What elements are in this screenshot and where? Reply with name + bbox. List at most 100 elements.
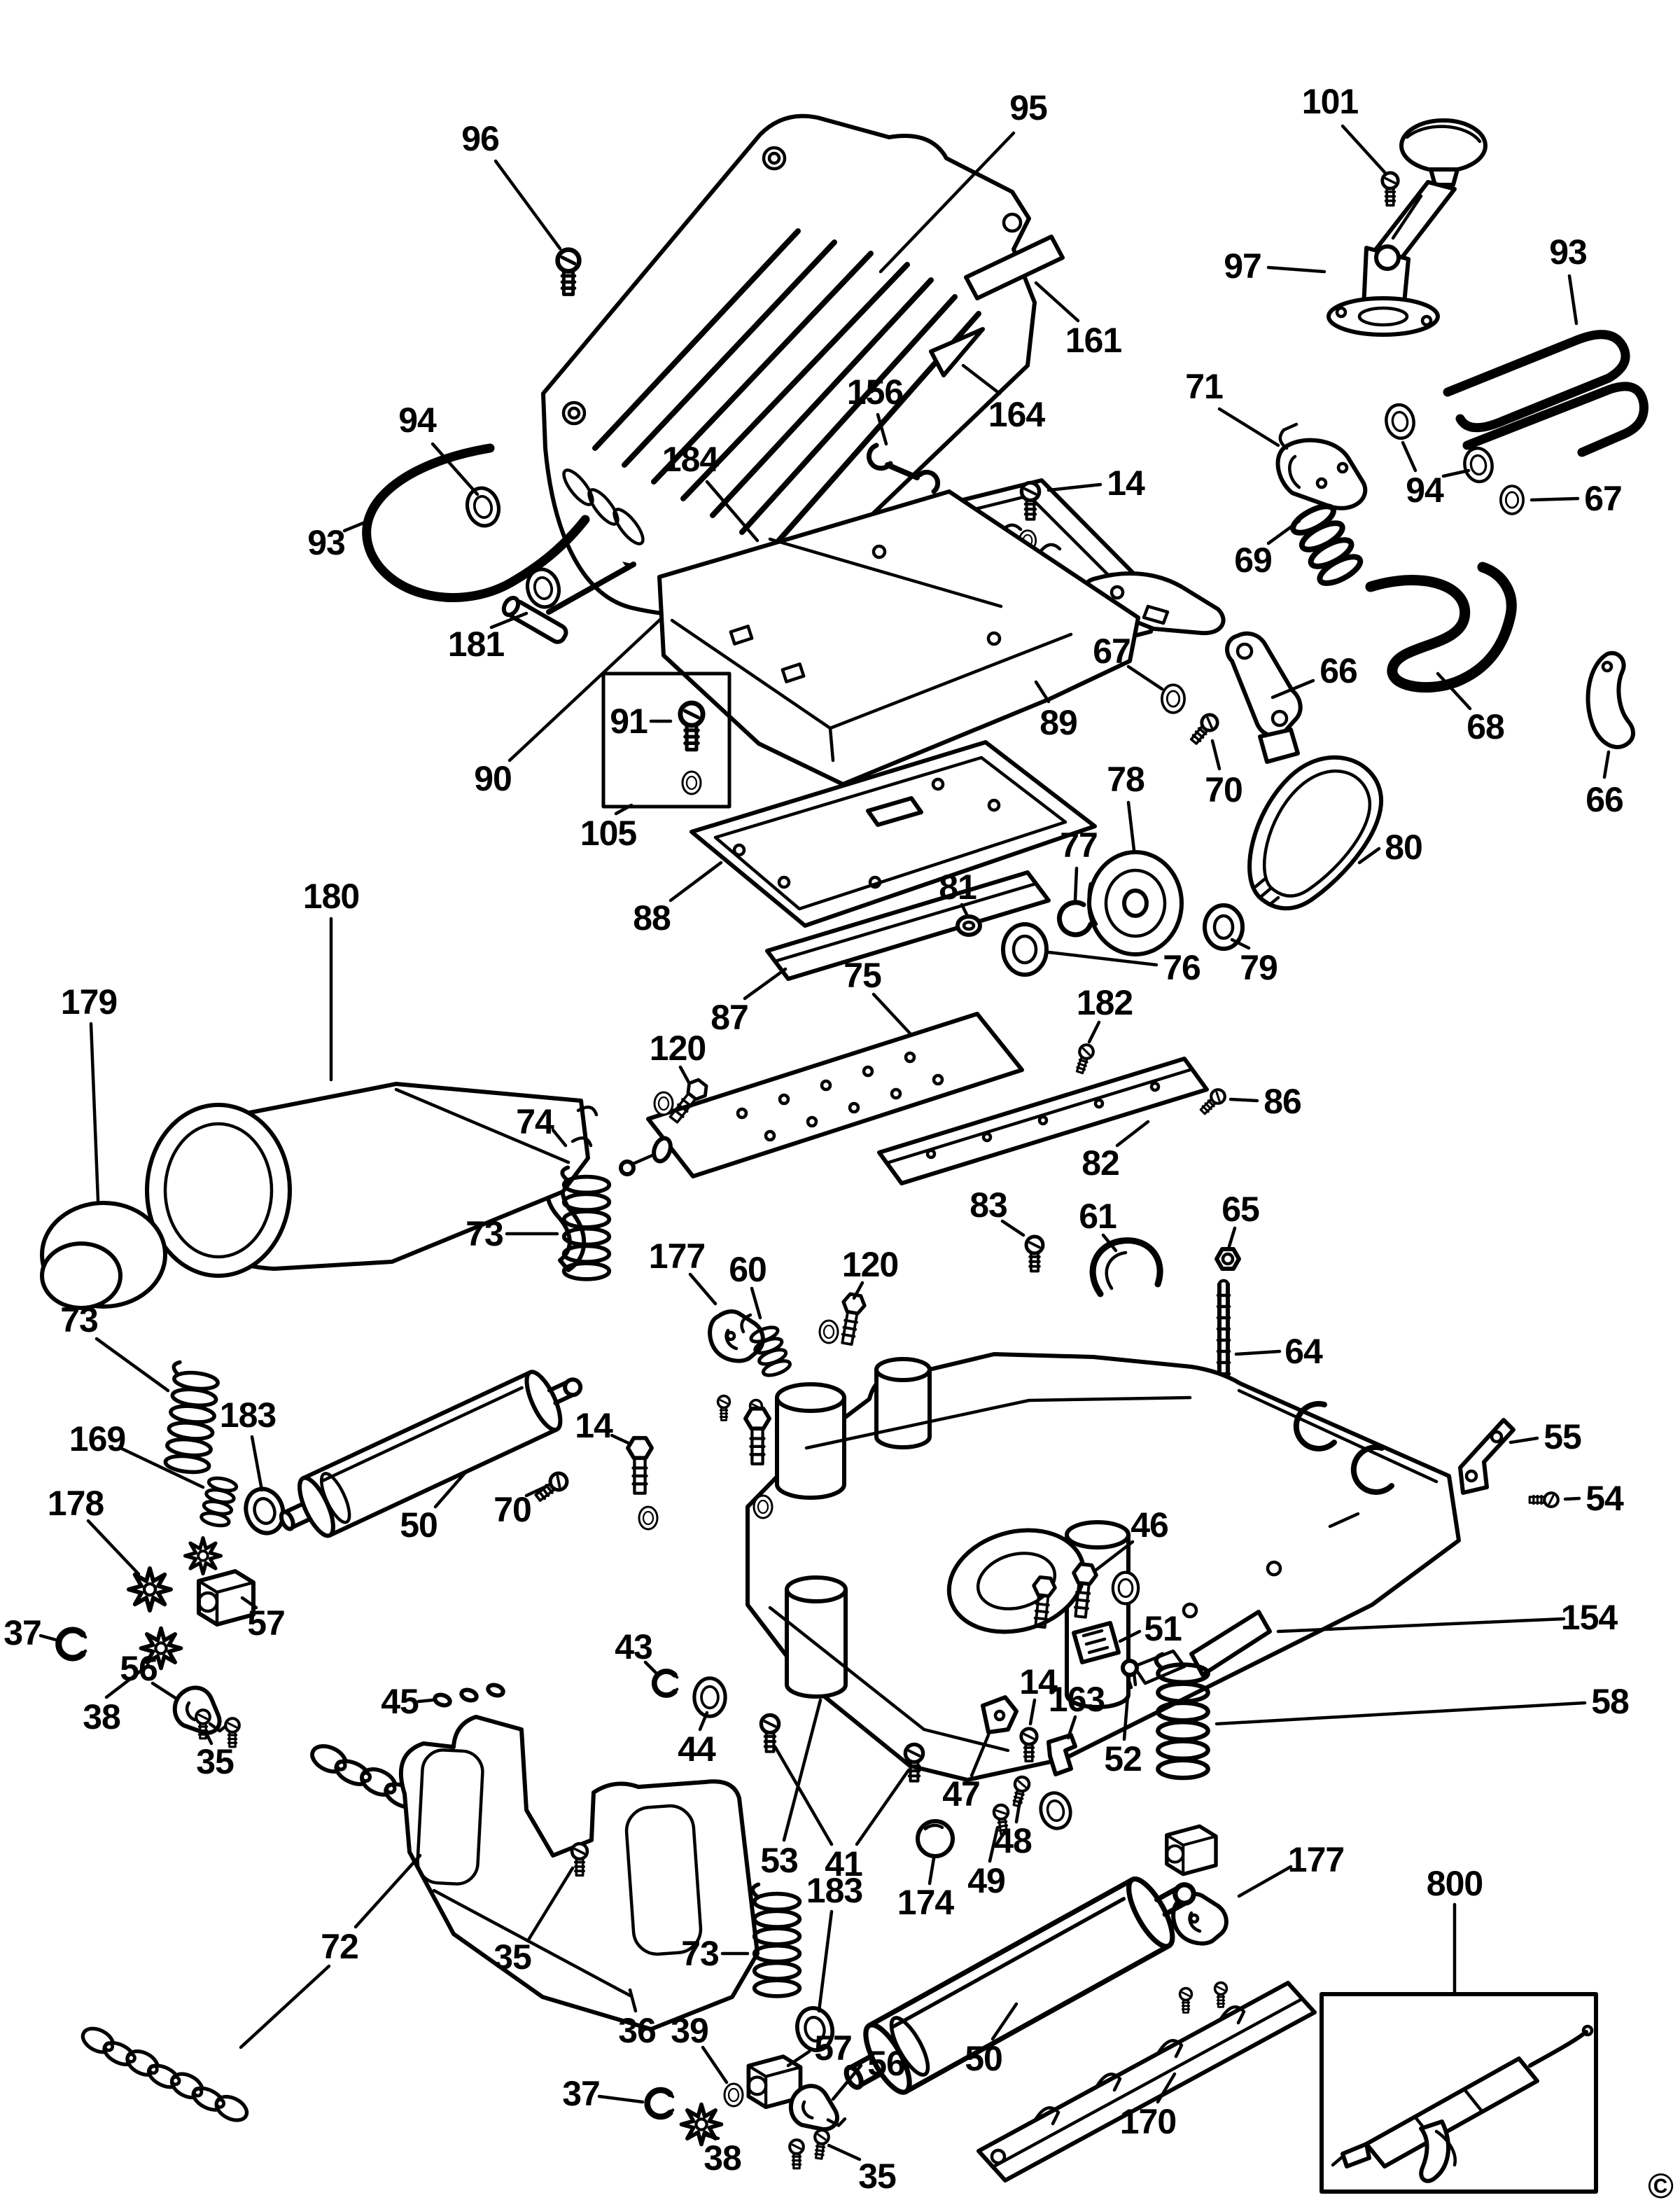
leader-line-46 (1094, 1540, 1135, 1572)
part-bracket-56-bottom (788, 2082, 846, 2133)
part-label-65: 65 (1222, 1190, 1259, 1229)
part-label-83: 83 (969, 1185, 1007, 1225)
part-bearing-76 (1001, 922, 1049, 977)
part-label-180: 180 (303, 877, 359, 916)
leader-line-179 (89, 1022, 100, 1202)
part-label-177L: 177 (649, 1237, 705, 1276)
part-pins-45 (433, 1683, 505, 1708)
part-label-101: 101 (1302, 82, 1359, 121)
part-washer-67-right (1499, 485, 1525, 515)
leader-line-41 (774, 1746, 834, 1846)
leader-line-35B (827, 2143, 862, 2161)
part-label-45: 45 (381, 1682, 419, 1721)
leader-line-177R (1237, 1865, 1293, 1898)
part-label-91: 91 (610, 702, 648, 741)
leader-line-94L (430, 442, 479, 496)
leader-line-41-1 (855, 1768, 911, 1846)
part-label-67R: 67 (1584, 479, 1622, 518)
part-label-35M: 35 (493, 1937, 531, 1977)
part-clamp-71 (1275, 422, 1368, 510)
part-label-73U: 73 (465, 1214, 503, 1253)
part-blade-87 (765, 870, 1051, 981)
part-label-179: 179 (61, 982, 117, 1022)
part-label-66B: 66 (1586, 780, 1623, 819)
part-label-35L: 35 (196, 1742, 234, 1781)
part-label-78: 78 (1107, 760, 1144, 799)
leader-line-50B (990, 2002, 1018, 2041)
part-label-88: 88 (633, 898, 671, 938)
part-label-89: 89 (1040, 703, 1077, 742)
part-label-37L: 37 (4, 1613, 41, 1652)
part-ring-77 (1057, 900, 1093, 938)
part-spring-60 (740, 1313, 792, 1378)
part-main-frame (746, 1352, 1461, 1782)
leader-line-38L (104, 1663, 150, 1699)
part-blade-82 (877, 1057, 1209, 1185)
part-label-73L: 73 (60, 1300, 98, 1339)
part-label-82: 82 (1082, 1143, 1119, 1183)
part-label-73B: 73 (681, 1934, 719, 1973)
part-shim-164 (929, 327, 985, 377)
leader-line-14B (1028, 1698, 1037, 1726)
part-label-163: 163 (1049, 1680, 1105, 1719)
leader-line-51 (1118, 1629, 1142, 1643)
part-label-70C: 70 (493, 1490, 531, 1529)
part-label-75: 75 (844, 956, 881, 995)
leader-line-170 (1156, 2072, 1177, 2104)
leader-line-35M (526, 1866, 575, 1943)
leader-line-81 (960, 903, 969, 918)
part-label-48: 48 (994, 1821, 1032, 1860)
part-label-178: 178 (48, 1484, 104, 1523)
part-label-50B: 50 (965, 2039, 1002, 2078)
part-label-72: 72 (321, 1927, 358, 1966)
part-label-67M: 67 (1093, 632, 1130, 671)
leader-line-67M (1126, 664, 1164, 691)
part-label-54: 54 (1586, 1479, 1624, 1518)
leader-line-94R (1401, 440, 1418, 473)
part-label-169: 169 (69, 1419, 125, 1458)
leader-line-66B (1602, 750, 1611, 779)
part-plate-51 (1072, 1573, 1138, 1664)
part-label-14B: 14 (1019, 1662, 1058, 1701)
part-plate-55 (1458, 1418, 1516, 1495)
leader-line-49 (988, 1825, 1000, 1863)
part-bolt-120-center (818, 1293, 866, 1346)
part-rod-68 (1365, 562, 1517, 693)
part-spring-169 (200, 1476, 237, 1528)
part-label-57L: 57 (247, 1603, 285, 1643)
leader-line-90 (507, 617, 663, 763)
part-cutter-block-75 (619, 1012, 1024, 1178)
leader-line-80 (1357, 847, 1381, 865)
leader-line-74 (551, 1128, 568, 1148)
part-label-182: 182 (1077, 983, 1133, 1022)
part-label-51: 51 (1144, 1609, 1182, 1648)
part-label-35B: 35 (858, 2157, 896, 2196)
part-label-77: 77 (1060, 826, 1098, 865)
part-label-174: 174 (897, 1883, 955, 1922)
part-washer-67-mid (1161, 683, 1186, 714)
part-screw-83 (1026, 1237, 1043, 1271)
part-label-43: 43 (615, 1627, 652, 1666)
part-label-183L: 183 (220, 1395, 276, 1435)
leader-line-66M (1270, 678, 1315, 699)
part-screw-96 (558, 250, 580, 295)
part-label-copyright: © (1648, 2166, 1674, 2206)
part-label-183B: 183 (806, 1871, 862, 1910)
part-label-66M: 66 (1320, 651, 1357, 690)
leader-line-93R (1567, 274, 1578, 326)
part-label-87: 87 (710, 998, 748, 1037)
leader-line-72 (354, 1853, 422, 1929)
leader-line-163 (1066, 1715, 1077, 1740)
parts-artwork (40, 113, 1648, 2194)
part-screw-70-center (533, 1470, 570, 1504)
part-label-14C: 14 (575, 1406, 613, 1445)
leader-line-56B (831, 2063, 863, 2101)
leader-line-48 (1014, 1799, 1022, 1824)
leader-line-182 (1087, 1020, 1101, 1044)
part-dust-chute-180 (145, 1082, 598, 1278)
part-label-47: 47 (942, 1774, 980, 1813)
part-screw-101 (1382, 173, 1398, 205)
part-crank-97 (1326, 118, 1488, 337)
part-label-52: 52 (1104, 1739, 1142, 1778)
